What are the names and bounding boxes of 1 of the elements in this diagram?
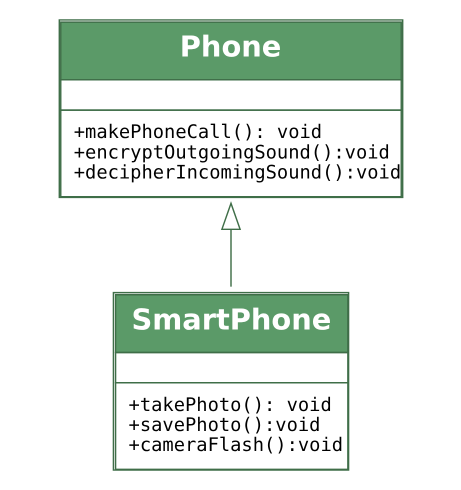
arrow [220, 201, 241, 287]
